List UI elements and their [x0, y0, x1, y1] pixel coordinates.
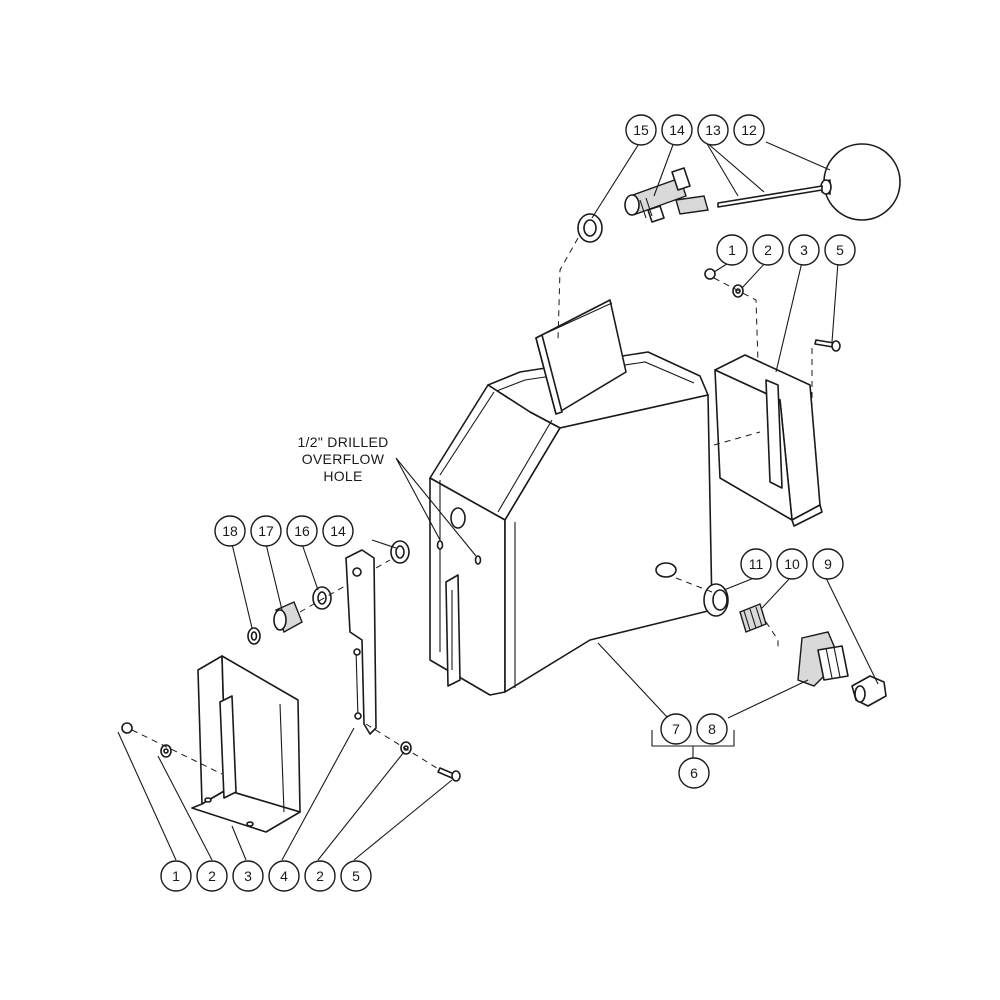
svg-text:9: 9: [824, 556, 832, 572]
callout-9: 9: [812, 548, 844, 580]
svg-text:10: 10: [784, 556, 800, 572]
callout-5-right: 5: [824, 234, 856, 266]
right-mount-bracket: [714, 354, 823, 527]
alignment-line-left-fittings: [299, 559, 391, 613]
overflow-hole-note: 1/2" DRILLED OVERFLOW HOLE: [297, 434, 388, 484]
elbow-fitting-9: [851, 675, 887, 707]
connector-17: [273, 601, 303, 634]
callout-2-strap: 2: [304, 860, 336, 892]
svg-text:14: 14: [330, 523, 346, 539]
mount-strap-4: [345, 549, 377, 735]
screw-right: [814, 339, 841, 352]
callout-6: 6: [678, 757, 710, 789]
svg-text:2: 2: [764, 242, 772, 258]
alignment-line-left-1: [131, 729, 223, 775]
callout-8: 8: [696, 713, 728, 745]
svg-text:3: 3: [800, 242, 808, 258]
svg-text:7: 7: [672, 721, 680, 737]
callout-14-left: 14: [322, 515, 354, 547]
tank-body: [429, 351, 713, 696]
callout-15: 15: [625, 114, 657, 146]
callout-7: 7: [660, 713, 692, 745]
callout-17: 17: [250, 515, 282, 547]
lock-washer-top: [577, 213, 603, 243]
washer-strap: [400, 741, 412, 755]
svg-text:1: 1: [172, 868, 180, 884]
svg-text:17: 17: [258, 523, 274, 539]
leader-lines: [117, 141, 879, 861]
svg-text:6: 6: [690, 765, 698, 781]
callout-3-right: 3: [788, 234, 820, 266]
screw-strap: [437, 767, 461, 782]
bushing-11: [703, 583, 729, 617]
callout-14-top: 14: [661, 114, 693, 146]
left-mount-bracket: [191, 655, 301, 833]
alignment-line-fitting-2: [765, 621, 779, 650]
svg-text:5: 5: [352, 868, 360, 884]
washer-left: [160, 744, 172, 758]
alignment-line-strap: [365, 723, 441, 771]
nut-left: [121, 722, 133, 734]
washer-14-left: [390, 540, 410, 564]
callout-1-right: 1: [716, 234, 748, 266]
bulkhead-fitting-8: [797, 631, 849, 687]
note-line-1: 1/2" DRILLED: [297, 434, 388, 450]
svg-text:12: 12: [741, 122, 757, 138]
nut-right: [704, 268, 716, 280]
note-line-2: OVERFLOW: [302, 451, 385, 467]
alignment-line-top: [557, 237, 579, 341]
callout-16: 16: [286, 515, 318, 547]
svg-text:18: 18: [222, 523, 238, 539]
svg-text:2: 2: [316, 868, 324, 884]
svg-text:1: 1: [728, 242, 736, 258]
callout-2-right: 2: [752, 234, 784, 266]
float-ball: [820, 143, 901, 221]
strainer-10: [739, 603, 767, 633]
tank-lid-flap: [535, 299, 627, 415]
alignment-line-right-3: [713, 431, 761, 446]
callout-12: 12: [733, 114, 765, 146]
svg-text:16: 16: [294, 523, 310, 539]
callout-18: 18: [214, 515, 246, 547]
svg-text:11: 11: [749, 556, 764, 572]
callout-13: 13: [697, 114, 729, 146]
callout-2-bottom: 2: [196, 860, 228, 892]
svg-text:13: 13: [705, 122, 721, 138]
callout-5-bottom: 5: [340, 860, 372, 892]
callout-4: 4: [268, 860, 300, 892]
nut-16: [312, 586, 332, 610]
callout-10: 10: [776, 548, 808, 580]
svg-text:8: 8: [708, 721, 716, 737]
svg-text:14: 14: [669, 122, 685, 138]
svg-text:3: 3: [244, 868, 252, 884]
svg-text:15: 15: [633, 122, 649, 138]
float-valve-body: [624, 167, 709, 223]
svg-text:5: 5: [836, 242, 844, 258]
float-rod: [717, 185, 823, 208]
alignment-line-right-1: [713, 277, 759, 363]
svg-text:4: 4: [280, 868, 288, 884]
callout-1-bottom: 1: [160, 860, 192, 892]
callout-3-bottom: 3: [232, 860, 264, 892]
callout-11: 11: [740, 548, 772, 580]
note-line-3: HOLE: [323, 468, 362, 484]
washer-18: [247, 627, 261, 645]
svg-text:2: 2: [208, 868, 216, 884]
